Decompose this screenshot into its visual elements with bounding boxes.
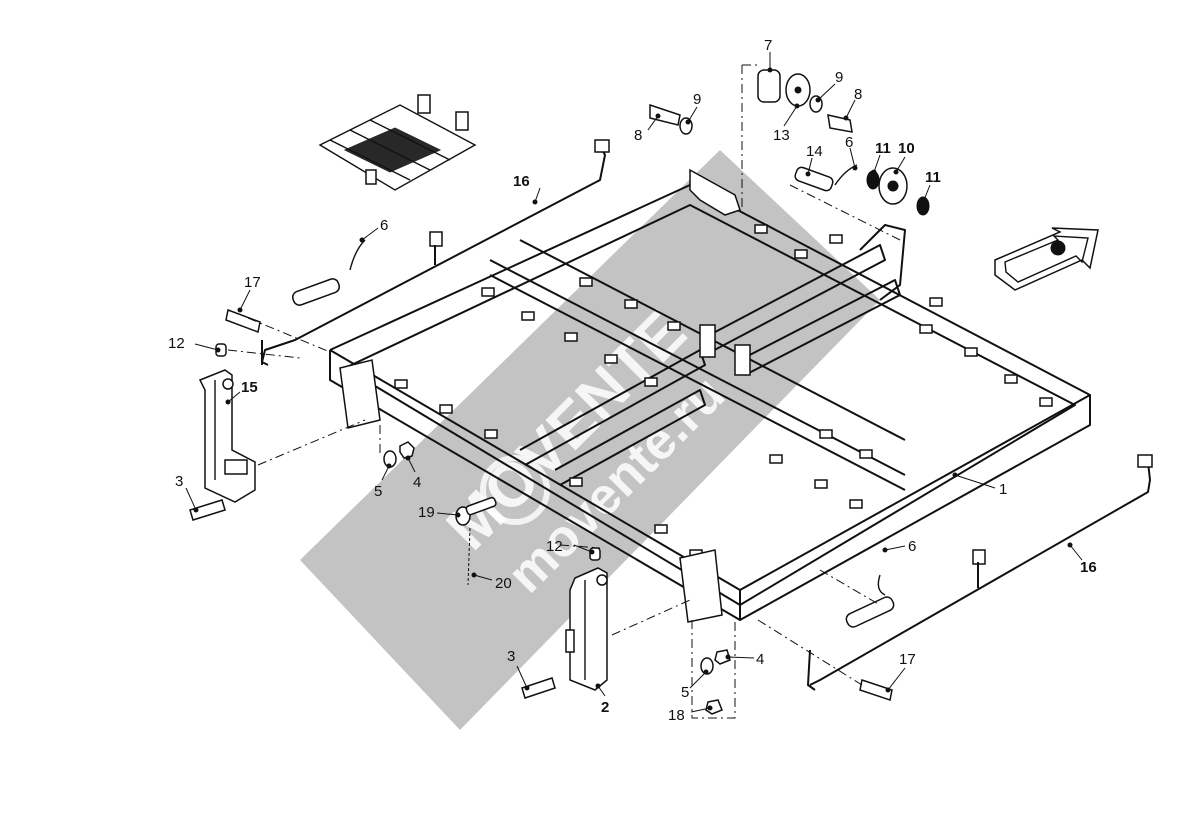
callout-5: 5 xyxy=(374,483,382,500)
callout-4: 4 xyxy=(413,474,421,491)
callout-4-front: 4 xyxy=(756,651,764,668)
callout-8-left: 8 xyxy=(634,127,642,144)
support-leg-2 xyxy=(565,567,608,691)
main-frame xyxy=(329,168,1091,623)
bolt-8-left xyxy=(649,103,681,126)
callout-13: 13 xyxy=(773,127,790,144)
callout-5-front: 5 xyxy=(681,684,689,701)
callout-19: 19 xyxy=(418,504,435,521)
callout-1: 1 xyxy=(999,481,1007,498)
callout-6-right: 6 xyxy=(908,538,916,555)
callout-11b: 11 xyxy=(925,169,941,186)
callout-17: 17 xyxy=(244,274,261,291)
mesh-insert xyxy=(318,94,477,191)
bushing-7 xyxy=(757,69,781,103)
leader-lines xyxy=(185,52,1083,713)
mount-blocks xyxy=(394,224,1053,559)
callout-16-right: 16 xyxy=(1080,559,1097,576)
callout-labels: 7 9 8 13 9 8 14 6 11 10 11 16 6 17 12 15… xyxy=(168,37,1097,724)
callout-9: 9 xyxy=(835,69,843,86)
side-rail-right xyxy=(807,454,1153,691)
callout-20: 20 xyxy=(495,575,512,592)
direction-arrow-icon xyxy=(994,227,1099,291)
callout-6-left: 6 xyxy=(380,217,388,234)
callout-9-left: 9 xyxy=(693,91,701,108)
callout-15: 15 xyxy=(241,379,258,396)
support-leg-15 xyxy=(198,369,256,503)
callout-12: 12 xyxy=(168,335,185,352)
washer-9-left xyxy=(679,117,693,135)
callout-3-front: 3 xyxy=(507,648,515,665)
callout-11: 11 xyxy=(875,140,891,157)
callout-14: 14 xyxy=(806,143,823,160)
callout-3: 3 xyxy=(175,473,183,490)
pin-14 xyxy=(794,166,834,192)
callout-12-front: 12 xyxy=(546,538,563,555)
side-rail-left xyxy=(261,139,610,366)
callout-10: 10 xyxy=(898,140,915,157)
callout-16: 16 xyxy=(513,173,530,190)
callout-2: 2 xyxy=(601,699,609,716)
callout-6-top: 6 xyxy=(845,134,853,151)
callout-18: 18 xyxy=(668,707,685,724)
callout-17-right: 17 xyxy=(899,651,916,668)
callout-7: 7 xyxy=(764,37,772,54)
callout-8: 8 xyxy=(854,86,862,103)
hinge-assembly xyxy=(649,64,930,241)
assembly-lines xyxy=(227,317,881,719)
